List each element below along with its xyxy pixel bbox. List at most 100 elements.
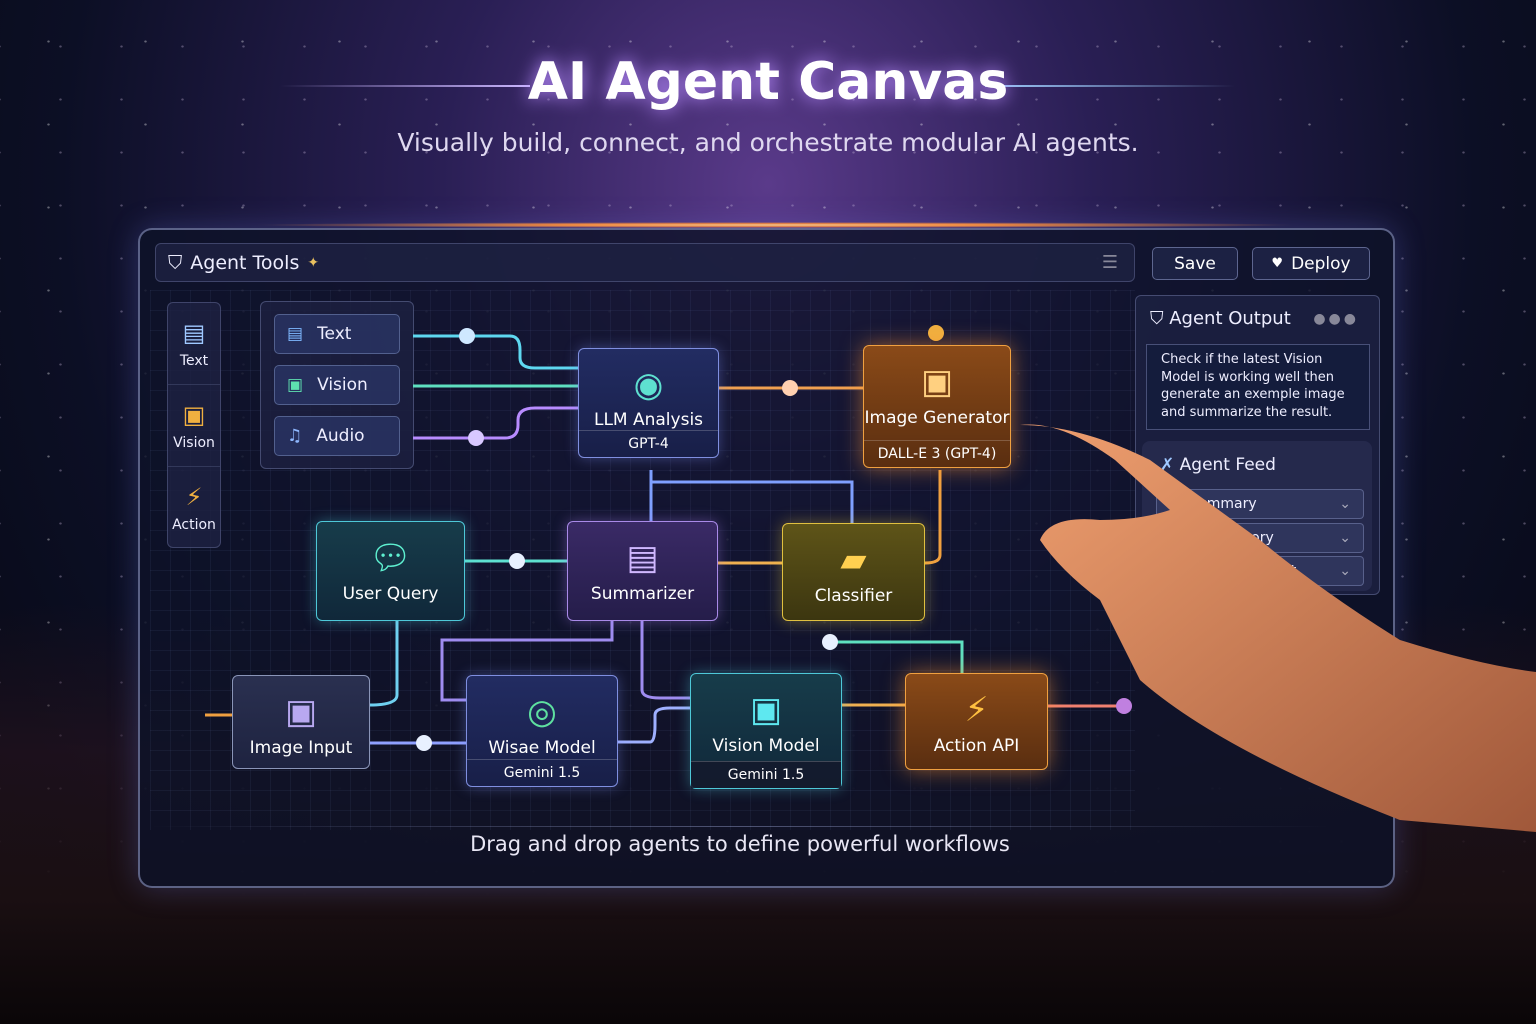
toolbar-item-action[interactable]: ⚡ Action [168,467,220,549]
sparkle-icon: ✦ [307,254,320,271]
input-palette: ▤ Text ▣ Vision ♫ Audio [260,301,414,469]
image-icon: ▣ [287,375,304,395]
feed-dropdown-3[interactable]: llessult ⌄ [1156,556,1364,586]
node-label: LLM Analysis [593,410,704,430]
connector-badge [459,328,475,344]
node-label: Image Input [249,738,353,758]
deploy-button[interactable]: ♥ Deploy [1252,247,1370,280]
feed-icon: ✗ [1160,455,1180,475]
node-label: User Query [342,584,439,604]
node-label: Image Generator [864,408,1010,428]
dropdown-label: Summary [1189,496,1257,512]
connector-badge [468,430,484,446]
image-icon: ▣ [284,692,318,732]
feed-dropdown-2[interactable]: nsory ⌄ [1156,523,1364,553]
title-rule-right [985,85,1235,87]
eye-icon: ◎ [527,692,557,732]
node-label: Wisae Model [488,738,596,758]
chevron-down-icon: ⌄ [1339,563,1351,579]
music-note-icon: ♫ [287,426,303,446]
chevron-down-icon: ⌄ [1339,496,1351,512]
toolbar-item-vision[interactable]: ▣ Vision [168,385,220,467]
page-title: AI Agent Canvas [527,52,1009,112]
chevron-down-icon: ⌄ [1339,530,1351,546]
connector-badge [822,634,838,650]
palette-item-vision[interactable]: ▣ Vision [274,365,400,405]
palette-label: Vision [317,375,368,395]
menu-icon[interactable]: ☰ [1101,252,1118,273]
caption-divider [150,826,1330,827]
wire-summarizer-vision [640,621,690,700]
feed-dropdown-summary[interactable]: Summary ⌄ [1156,489,1364,519]
wire-wisae-vision [618,706,690,744]
agent-output-panel: ⛉ Agent Output ●●● Check if the latest V… [1135,295,1380,595]
agent-output-label: Agent Output [1169,308,1291,329]
palette-item-text[interactable]: ▤ Text [274,314,400,354]
text-icon: ▤ [182,318,206,347]
canvas-header: ⛉ Agent Tools ✦ ☰ [155,243,1135,282]
image-icon: ▣ [182,400,206,429]
robot-icon: ⛉ [1150,308,1170,329]
save-button[interactable]: Save [1152,247,1238,280]
node-label: Summarizer [590,584,695,604]
dropdown-label: nsory [1235,530,1274,546]
output-message: Check if the latest Vision Model is work… [1146,344,1370,430]
list-icon: ▤ [287,324,304,344]
connector-badge [416,735,432,751]
lightning-icon: ⚡ [185,483,203,511]
wire-imggen-classifier [924,470,942,565]
node-image-input[interactable]: ▣ Image Input [232,675,370,769]
title-rule-left [280,85,530,87]
node-label: Vision Model [712,736,820,756]
node-user-query[interactable]: 💬︎ User Query [316,521,465,621]
deploy-label: Deploy [1291,253,1351,274]
toolbar-label: Vision [173,434,215,451]
deploy-icon: ♥ [1271,256,1284,271]
document-icon: ▤ [626,538,659,578]
node-action-api[interactable]: ⚡ Action API [905,673,1048,770]
palette-item-audio[interactable]: ♫ Audio [274,416,400,456]
node-model: DALL-E 3 (GPT-4) [864,440,1010,467]
lightning-icon: ⚡ [964,690,989,730]
chat-icon: 💬︎ [368,538,413,578]
node-label: Action API [933,736,1020,756]
agent-output-title: ⛉ Agent Output [1150,308,1291,329]
node-label: Classifier [814,586,893,606]
more-options-icon[interactable]: ●●● [1313,311,1359,327]
palette-label: Audio [316,426,365,446]
wire-classifier-action [830,640,964,673]
wire-userquery-imageinput [369,621,399,707]
header-label: Agent Tools [190,251,300,274]
agent-feed-title: ✗ Agent Feed [1160,455,1276,475]
wire-audio-llm [413,406,578,440]
node-classifier[interactable]: ▰ Classifier [782,523,925,621]
node-model: Gemini 1.5 [691,761,841,788]
wire-summarizer-wisae [440,621,614,702]
node-model: GPT-4 [579,430,718,457]
connector-badge [928,325,944,341]
toolbar-label: Text [179,352,209,369]
connector-badge [509,553,525,569]
folder-icon: ▰ [840,540,867,580]
agent-feed-label: Agent Feed [1179,455,1276,475]
image-icon: ▣ [749,690,783,730]
toolbar-item-text[interactable]: ▤ Text [168,303,220,385]
node-summarizer[interactable]: ▤ Summarizer [567,521,718,621]
toolbar-label: Action [172,517,216,533]
page-subtitle: Visually build, connect, and orchestrate… [397,128,1139,157]
palette-label: Text [317,324,352,344]
save-label: Save [1174,253,1216,274]
left-toolbar: ▤ Text ▣ Vision ⚡ Action [167,302,221,548]
dropdown-label: llessult [1247,563,1297,579]
connector-badge [782,380,798,396]
agent-tools-icon: ⛉ [168,251,183,274]
connector-badge [1116,698,1132,714]
wire-llm-classifier [649,470,854,523]
image-icon: ▣ [920,362,954,402]
brain-icon: ◉ [633,365,664,405]
